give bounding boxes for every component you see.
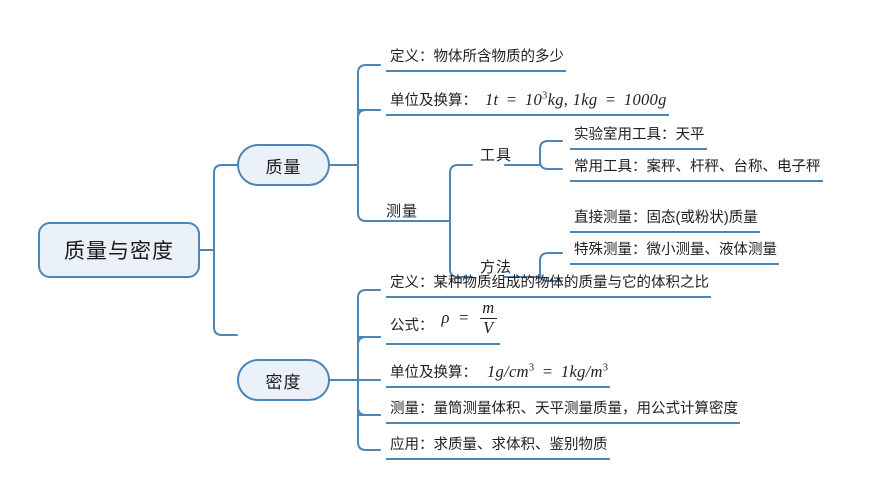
branch-node-mass[interactable]: 质量 — [237, 144, 330, 186]
fraction-m-over-v: m V — [479, 298, 497, 337]
leaf-common-tools[interactable]: 常用工具：案秤、杆秤、台称、电子秤 — [570, 152, 823, 182]
math-token-1000g: 1000g — [623, 90, 667, 110]
node-methods[interactable]: 方法 — [480, 256, 512, 277]
math-density-formula: ρ = m V — [441, 298, 499, 337]
math-token-gcm3: 1g/cm — [487, 362, 529, 382]
root-node[interactable]: 质量与密度 — [38, 222, 200, 278]
leaf-special-measurement[interactable]: 特殊测量：微小测量、液体测量 — [570, 235, 779, 265]
leaf-density-formula[interactable]: 公式： ρ = m V — [386, 298, 501, 345]
leaf-density-application-label: 应用：求质量、求体积、鉴别物质 — [390, 437, 608, 454]
leaf-density-application[interactable]: 应用：求质量、求体积、鉴别物质 — [386, 428, 610, 460]
leaf-mass-units-label: 单位及换算： — [390, 93, 477, 110]
math-token-gcm3-exp: 3 — [528, 362, 535, 374]
math-token-exp3: 3 — [542, 90, 548, 102]
leaf-mass-units[interactable]: 单位及换算： 1t = 103kg, 1kg = 1000g — [386, 82, 669, 116]
leaf-direct-measurement-label: 直接测量：固态(或粉状)质量 — [574, 210, 758, 227]
leaf-direct-measurement[interactable]: 直接测量：固态(或粉状)质量 — [570, 203, 760, 233]
math-token-eq2: = — [605, 90, 616, 110]
math-token-dens-eq: = — [542, 362, 553, 382]
math-token-kgm3-exp: 3 — [602, 362, 609, 374]
fraction-numerator: m — [482, 298, 495, 317]
node-methods-label: 方法 — [480, 259, 513, 276]
leaf-lab-tool[interactable]: 实验室用工具：天平 — [570, 120, 707, 150]
fraction-denominator: V — [480, 317, 497, 337]
root-node-label: 质量与密度 — [64, 240, 174, 263]
math-density-unit-conversion: 1g/cm3 = 1kg/m3 — [487, 362, 609, 382]
node-tools[interactable]: 工具 — [480, 144, 512, 165]
branch-node-density[interactable]: 密度 — [237, 359, 330, 401]
math-mass-unit-conversion: 1t = 103kg, 1kg = 1000g — [485, 90, 667, 110]
branch-node-density-label: 密度 — [265, 372, 302, 392]
math-token-eq: = — [459, 307, 469, 327]
leaf-density-measurement-label: 测量：量筒测量体积、天平测量质量，用公式计算密度 — [390, 401, 738, 418]
node-mass-measurement[interactable]: 测量 — [386, 200, 418, 221]
leaf-density-units-label: 单位及换算： — [390, 365, 477, 382]
node-tools-label: 工具 — [480, 147, 513, 164]
leaf-lab-tool-label: 实验室用工具：天平 — [574, 127, 705, 144]
leaf-common-tools-label: 常用工具：案秤、杆秤、台称、电子秤 — [574, 159, 821, 176]
math-token-1kg: 1kg — [572, 90, 598, 110]
node-mass-measurement-label: 测量 — [386, 203, 419, 220]
math-token-kgm3: 1kg/m — [560, 362, 603, 382]
leaf-density-definition-label: 定义：某种物质组成的物体的质量与它的体积之比 — [390, 275, 709, 292]
math-token-1t: 1t — [485, 90, 499, 110]
leaf-density-measurement[interactable]: 测量：量筒测量体积、天平测量质量，用公式计算密度 — [386, 392, 740, 424]
leaf-density-formula-label: 公式： — [390, 318, 434, 335]
leaf-density-definition[interactable]: 定义：某种物质组成的物体的质量与它的体积之比 — [386, 266, 711, 298]
math-token-rho: ρ — [441, 307, 450, 327]
leaf-mass-definition[interactable]: 定义：物体所含物质的多少 — [386, 40, 566, 72]
math-token-comma: , — [563, 90, 569, 110]
math-token-base10: 10 — [524, 90, 543, 110]
leaf-density-units[interactable]: 单位及换算： 1g/cm3 = 1kg/m3 — [386, 356, 611, 388]
leaf-mass-definition-label: 定义：物体所含物质的多少 — [390, 49, 564, 66]
math-token-kg: kg — [547, 90, 564, 110]
leaf-special-measurement-label: 特殊测量：微小测量、液体测量 — [574, 242, 777, 259]
math-token-eq1: = — [506, 90, 517, 110]
branch-node-mass-label: 质量 — [265, 157, 302, 177]
